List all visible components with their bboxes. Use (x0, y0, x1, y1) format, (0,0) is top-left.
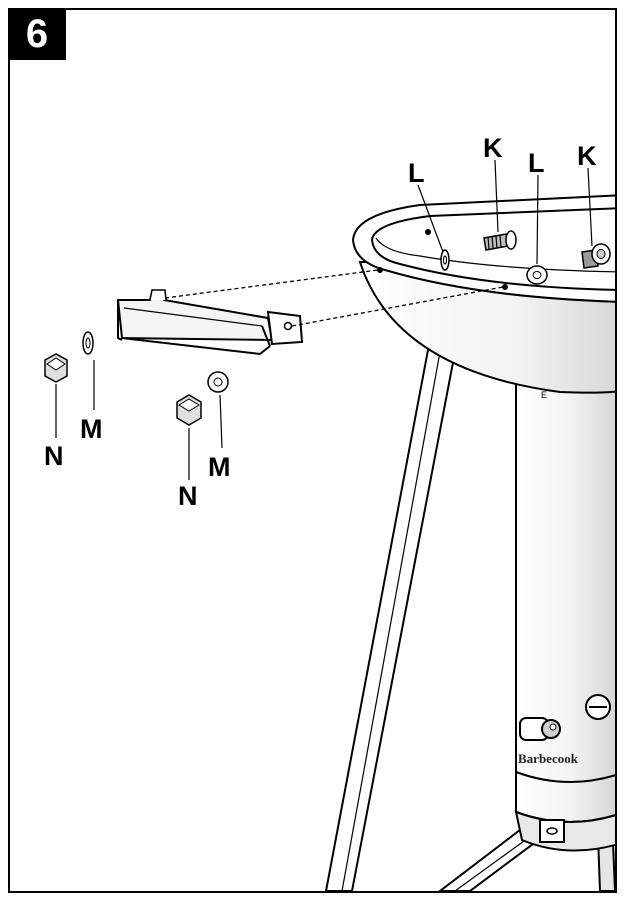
grill-bowl (351, 194, 615, 394)
washer-m-left (82, 331, 94, 355)
bowl-hole-2 (502, 284, 508, 290)
leader-k-right (587, 167, 593, 247)
leader-l-right (536, 174, 539, 265)
step-number-badge: 6 (8, 8, 66, 60)
leader-k-left (494, 159, 499, 233)
label-m-left: M (80, 414, 103, 444)
leader-m-right (219, 394, 223, 449)
washer-l-left (440, 249, 450, 271)
washer-l-right (526, 265, 548, 285)
label-l-right: L (528, 148, 545, 178)
alignment-line-top (164, 269, 379, 299)
nut-n-right (176, 394, 202, 426)
body-mark: E (541, 390, 547, 400)
label-m-right: M (208, 452, 231, 482)
bowl-hole-1 (377, 267, 383, 273)
washer-m-right (207, 371, 229, 393)
bolt-k-left (483, 230, 517, 251)
nut-n-left (44, 353, 68, 383)
side-handle (116, 289, 304, 356)
label-l-left: L (408, 158, 425, 188)
control-knob-icon (519, 717, 561, 741)
grill-body-column: E (514, 379, 615, 852)
bowl-hole-3 (425, 229, 431, 235)
bracket-tab-icon (539, 819, 565, 843)
alignment-line-bottom (291, 286, 504, 327)
label-k-left: K (483, 133, 503, 163)
grill-leg-left (324, 348, 457, 891)
screw-head-icon (585, 694, 611, 720)
label-k-right: K (577, 141, 597, 171)
leader-l-left (417, 184, 444, 253)
bolt-k-right (581, 243, 611, 269)
brand-logo: Barbecook (518, 751, 579, 766)
label-n-left: N (44, 441, 64, 471)
label-n-right: N (178, 481, 198, 511)
